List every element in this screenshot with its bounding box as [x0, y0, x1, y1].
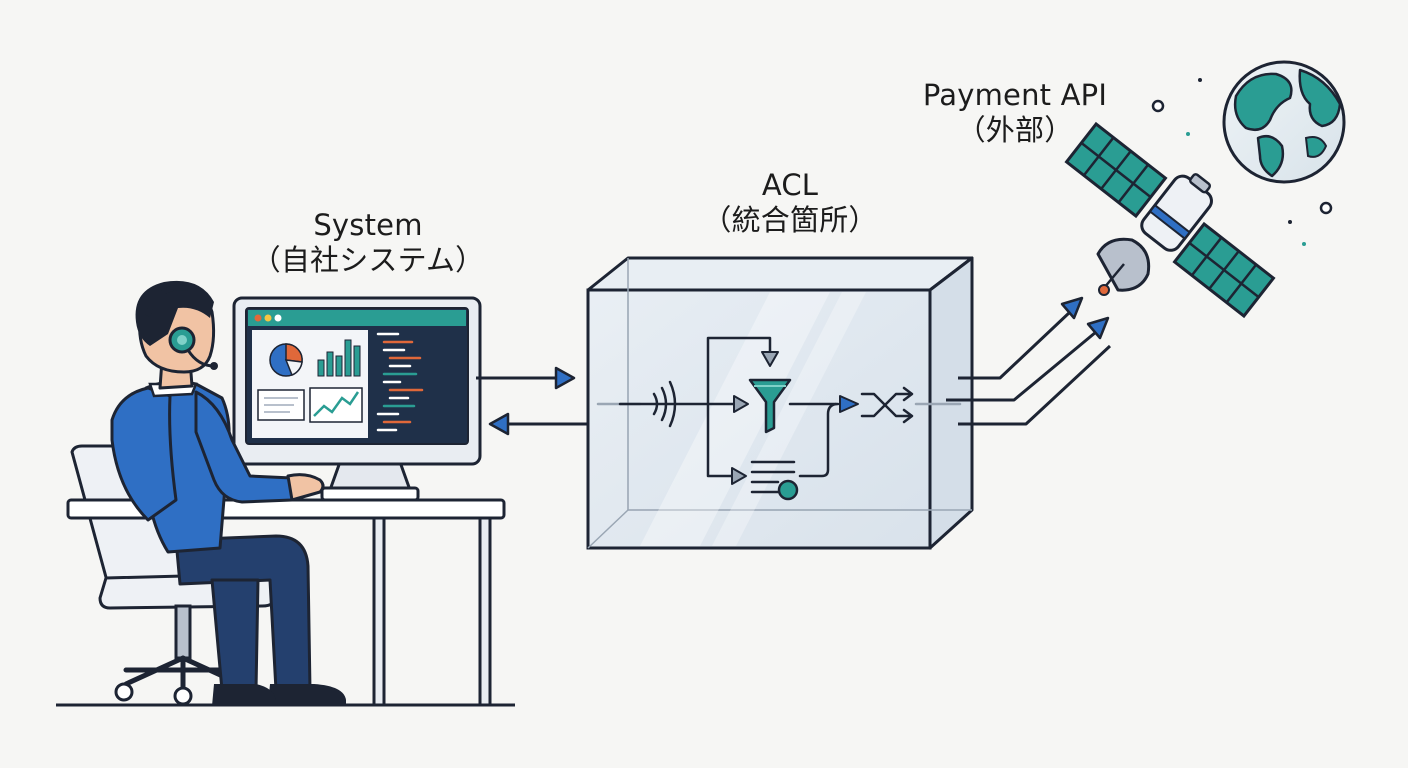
acl-glass-box: [586, 256, 974, 550]
arrow-right-icon-api-2: [946, 316, 1110, 402]
satellite-icon: [1064, 121, 1276, 319]
api-title: Payment API: [922, 78, 1108, 112]
list-output-icon: [750, 460, 799, 501]
bar-chart-icon: [317, 339, 361, 377]
acl-subtitle: （統合箇所）: [702, 203, 878, 238]
arrow-right-icon-api-3: [958, 344, 1112, 426]
signal-wave-icon: [652, 380, 677, 428]
acl-flow-arrowheads: [731, 351, 859, 485]
system-subtitle: （自社システム）: [251, 243, 485, 278]
globe-icon: [1222, 60, 1346, 184]
arrow-right-icon-api-1: [958, 296, 1084, 380]
shuffle-icon: [860, 386, 914, 424]
space-dots: [1151, 78, 1333, 246]
pie-chart-icon: [269, 343, 303, 377]
acl-label: ACL （統合箇所）: [640, 168, 940, 239]
api-subtitle: （外部）: [956, 113, 1074, 148]
funnel-filter-icon: [748, 378, 792, 434]
monitor: [232, 296, 482, 502]
person-operator: [110, 280, 346, 706]
acl-title: ACL: [761, 168, 819, 202]
code-lines-icon: [376, 332, 424, 432]
headset-icon: [145, 285, 218, 370]
line-chart-icon: [257, 387, 363, 423]
system-title: System: [313, 208, 423, 242]
arrow-left-icon: [488, 412, 588, 436]
system-label: System （自社システム）: [228, 208, 508, 279]
arrow-right-icon: [476, 366, 576, 390]
api-label: Payment API （外部）: [870, 78, 1160, 149]
